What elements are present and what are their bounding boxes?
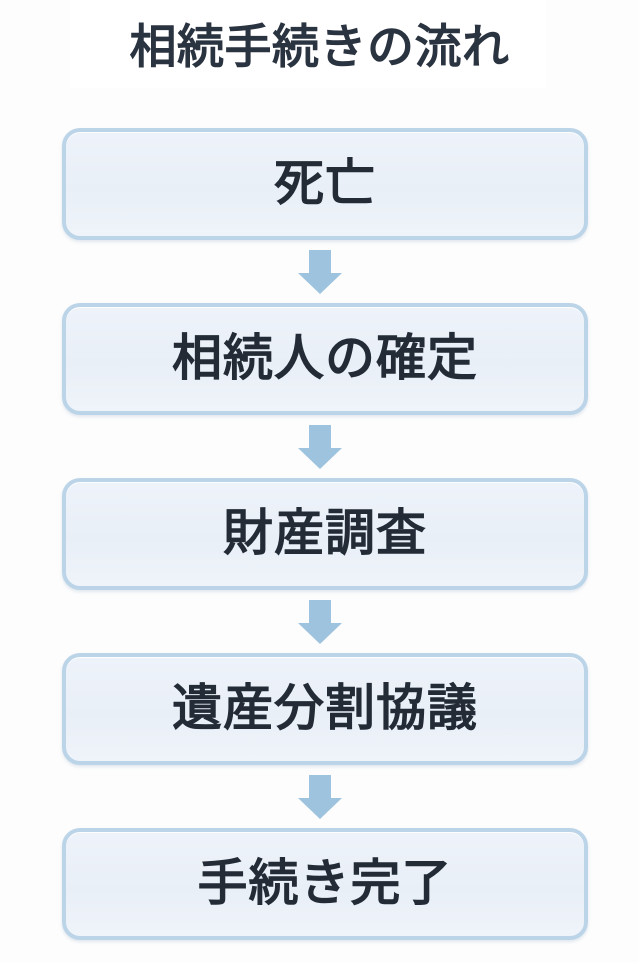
connector-2-3 (0, 415, 639, 478)
flow-step-3: 財産調査 (0, 478, 639, 590)
flow-step-2: 相続人の確定 (0, 303, 639, 415)
arrow-down-icon (297, 774, 343, 820)
step-box-identify-heirs[interactable]: 相続人の確定 (62, 303, 588, 415)
step-label: 相続人の確定 (172, 330, 478, 386)
connector-3-4 (0, 590, 639, 653)
step-label: 手続き完了 (197, 855, 453, 911)
flow-steps-container: 死亡 相続人の確定 財産調査 (0, 128, 639, 940)
page-title: 相続手続きの流れ (129, 19, 510, 73)
title-background-band (70, 0, 546, 88)
flow-step-5: 手続き完了 (0, 828, 639, 940)
flow-step-4: 遺産分割協議 (0, 653, 639, 765)
arrow-down-icon (297, 249, 343, 295)
step-box-estate-division-talks[interactable]: 遺産分割協議 (62, 653, 588, 765)
connector-1-2 (0, 240, 639, 303)
step-label: 遺産分割協議 (172, 680, 478, 736)
step-label: 死亡 (274, 155, 376, 211)
step-label: 財産調査 (223, 505, 427, 561)
arrow-down-icon (297, 424, 343, 470)
step-box-asset-investigation[interactable]: 財産調査 (62, 478, 588, 590)
flow-step-1: 死亡 (0, 128, 639, 240)
arrow-down-icon (297, 599, 343, 645)
step-box-procedure-complete[interactable]: 手続き完了 (62, 828, 588, 940)
step-box-death[interactable]: 死亡 (62, 128, 588, 240)
connector-4-5 (0, 765, 639, 828)
